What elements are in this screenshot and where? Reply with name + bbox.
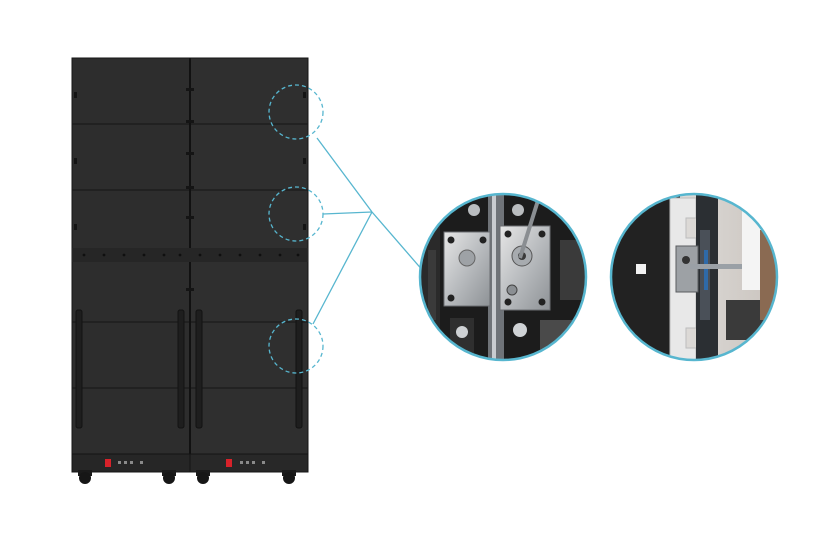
lock-plate-left <box>443 231 491 307</box>
latch-marks <box>74 88 306 291</box>
callout-lines <box>312 137 425 325</box>
led-cabinet-wall <box>71 57 309 484</box>
caster-wheel <box>163 472 175 484</box>
detail-view-side-lock-closeup <box>609 192 779 362</box>
caster-wheel <box>197 472 209 484</box>
power-switch-right <box>226 459 232 467</box>
base-connectors <box>118 461 265 464</box>
power-switch-left <box>105 459 111 467</box>
frame-band <box>72 248 308 262</box>
casters <box>78 470 296 484</box>
caster-wheel <box>283 472 295 484</box>
caster-wheel <box>79 472 91 484</box>
callout-circle-bottom <box>268 318 324 374</box>
callout-circle-top <box>268 84 324 140</box>
detail-view-lock-closeup <box>418 192 588 362</box>
cabinet-handles <box>75 309 303 429</box>
frame-band-screws <box>82 253 300 257</box>
